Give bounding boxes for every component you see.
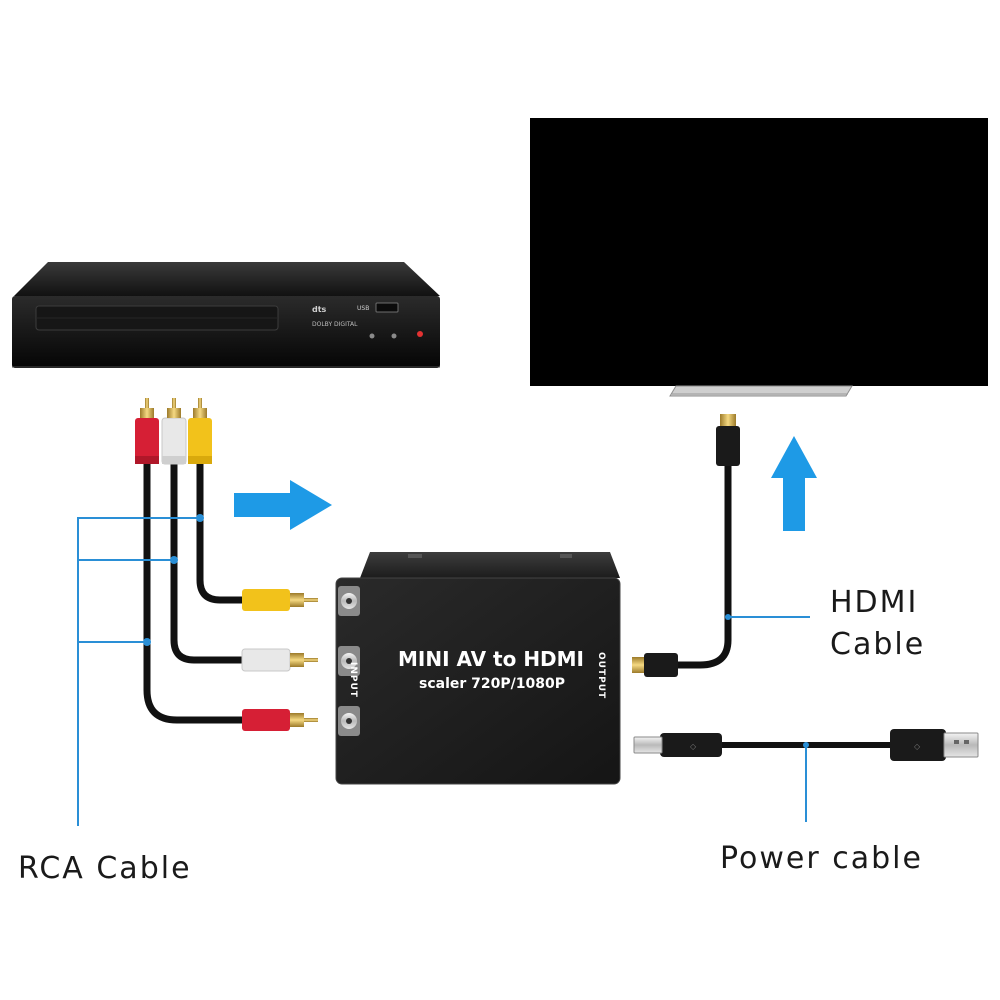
eject-icon (369, 333, 375, 339)
rca-plug-yellow-side (242, 589, 318, 611)
dvd-player: dts DOLBY DIGITAL USB (12, 262, 440, 368)
converter-title: MINI AV to HDMI (398, 647, 584, 671)
rca-input-jack-2 (338, 646, 360, 676)
rca-cable-red-wire (143, 458, 247, 724)
rca-cable-white-wire (170, 458, 247, 664)
svg-text:◇: ◇ (690, 742, 697, 751)
hdmi-cable (632, 414, 740, 677)
power-cable-leader-line (803, 742, 809, 822)
rca-cable-label: RCA Cable (18, 851, 192, 886)
rca-plug-yellow-top (188, 398, 212, 464)
arrow-up-icon (771, 436, 817, 531)
svg-text:◇: ◇ (914, 742, 921, 751)
dvd-player-top (14, 262, 440, 296)
hdmi-cable-leader-line (725, 614, 810, 620)
power-cable: ◇ ◇ (633, 729, 979, 761)
rca-input-jack-1 (338, 586, 360, 616)
rca-plug-red-side (242, 709, 318, 731)
rca-plug-white-side (241, 648, 318, 672)
power-cable-label: Power cable (720, 841, 923, 876)
mini-usb-plug: ◇ (633, 733, 722, 757)
converter-subtitle: scaler 720P/1080P (419, 676, 565, 692)
dts-logo: dts (312, 305, 327, 314)
rca-cable-leader-lines (77, 514, 204, 826)
converter-body (336, 578, 620, 784)
arrow-right-icon (234, 480, 332, 530)
rca-plug-red-top (135, 398, 159, 464)
tv-screen (530, 118, 988, 386)
usb-a-plug: ◇ (890, 729, 979, 761)
av-to-hdmi-converter (335, 552, 621, 785)
hdmi-cable-label: HDMI Cable (830, 582, 925, 666)
tv (530, 118, 988, 397)
usb-logo: USB (357, 305, 369, 312)
hdmi-cable-label-line1: HDMI (830, 585, 919, 620)
rca-cable-yellow-wire (196, 458, 247, 604)
play-icon (391, 333, 397, 339)
rca-input-jack-3 (338, 706, 360, 736)
power-icon (417, 331, 423, 337)
rca-cable (135, 398, 318, 731)
hdmi-cable-wire (672, 458, 732, 669)
converter-output-label: OUTPUT (596, 652, 606, 700)
converter-top (360, 552, 620, 578)
converter-input-label: INPUT (348, 662, 358, 698)
hdmi-plug-side (632, 653, 678, 677)
usb-port (375, 302, 399, 313)
dolby-digital-logo: DOLBY DIGITAL (312, 321, 358, 328)
hdmi-plug-top (716, 414, 740, 466)
hdmi-cable-label-line2: Cable (830, 627, 926, 662)
rca-plug-white-top (161, 398, 187, 465)
